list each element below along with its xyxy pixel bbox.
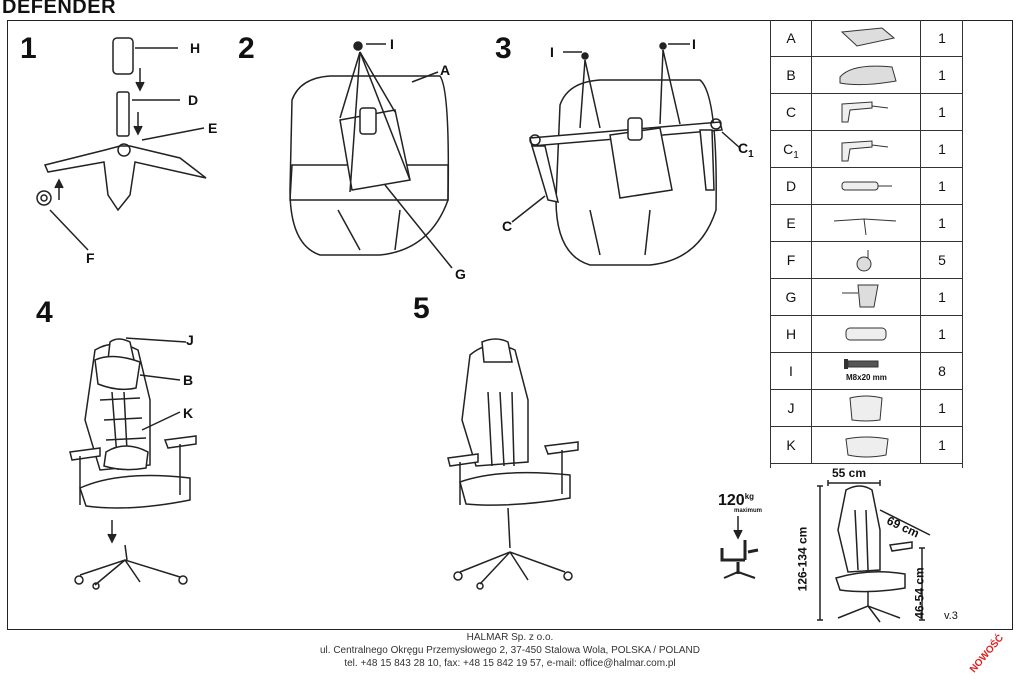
footer-contact: tel. +48 15 843 28 10, fax: +48 15 842 1… <box>344 658 676 669</box>
dimension-drawing <box>817 480 931 623</box>
callout-b: B <box>183 372 194 388</box>
version-label: v.3 <box>944 610 958 622</box>
callout-c1: C1 <box>738 140 754 160</box>
step-1-illustration <box>36 37 207 251</box>
instruction-frame <box>7 20 1013 630</box>
tilt-mechanism-icon <box>811 279 921 315</box>
capacity-value: 120kg <box>718 492 755 509</box>
callout-i-step2: I <box>390 36 394 52</box>
callout-k: K <box>183 405 194 421</box>
callout-h: H <box>190 40 201 56</box>
callout-f: F <box>86 250 95 266</box>
armrest-icon <box>811 131 921 167</box>
dimension-width: 55 cm <box>832 466 867 480</box>
lumbar-pillow-icon <box>811 427 921 463</box>
seat-cushion-icon <box>811 20 921 56</box>
step-2-illustration <box>289 41 453 269</box>
armrest-icon <box>811 94 921 130</box>
step-3-illustration <box>511 42 741 266</box>
document-title: DEFENDER <box>2 0 117 18</box>
callout-i-step3-left: I <box>550 44 554 60</box>
step-5-number: 5 <box>413 292 430 325</box>
dimension-height: 126-134 cm <box>795 526 810 592</box>
callout-i-step3-right: I <box>692 36 696 52</box>
footer-address: ul. Centralnego Okręgu Przemysłowego 2, … <box>319 645 700 656</box>
bolt-icon: M8x20 mm <box>811 353 921 389</box>
step-5-illustration <box>447 338 579 590</box>
capacity-pictogram <box>720 516 759 579</box>
callout-a: A <box>440 62 451 78</box>
step-1-number: 1 <box>20 32 37 65</box>
dimension-seat-height: 46-54 cm <box>912 567 927 619</box>
step-4-number: 4 <box>36 296 53 329</box>
caster-wheel-icon <box>811 242 921 278</box>
callout-d: D <box>188 92 199 108</box>
head-pillow-icon <box>811 390 921 426</box>
backrest-icon <box>811 57 921 93</box>
step-4-illustration <box>69 337 197 590</box>
callout-c: C <box>502 218 513 234</box>
step-2-number: 2 <box>238 32 255 65</box>
gas-lift-icon <box>811 168 921 204</box>
cylinder-cover-icon <box>811 316 921 352</box>
star-base-icon <box>811 205 921 241</box>
step-3-number: 3 <box>495 32 512 65</box>
callout-j: J <box>186 332 194 348</box>
callout-e: E <box>208 120 218 136</box>
callout-g: G <box>455 266 466 282</box>
capacity-note: maximum <box>734 508 763 514</box>
footer-company: HALMAR Sp. z o.o. <box>466 632 554 643</box>
